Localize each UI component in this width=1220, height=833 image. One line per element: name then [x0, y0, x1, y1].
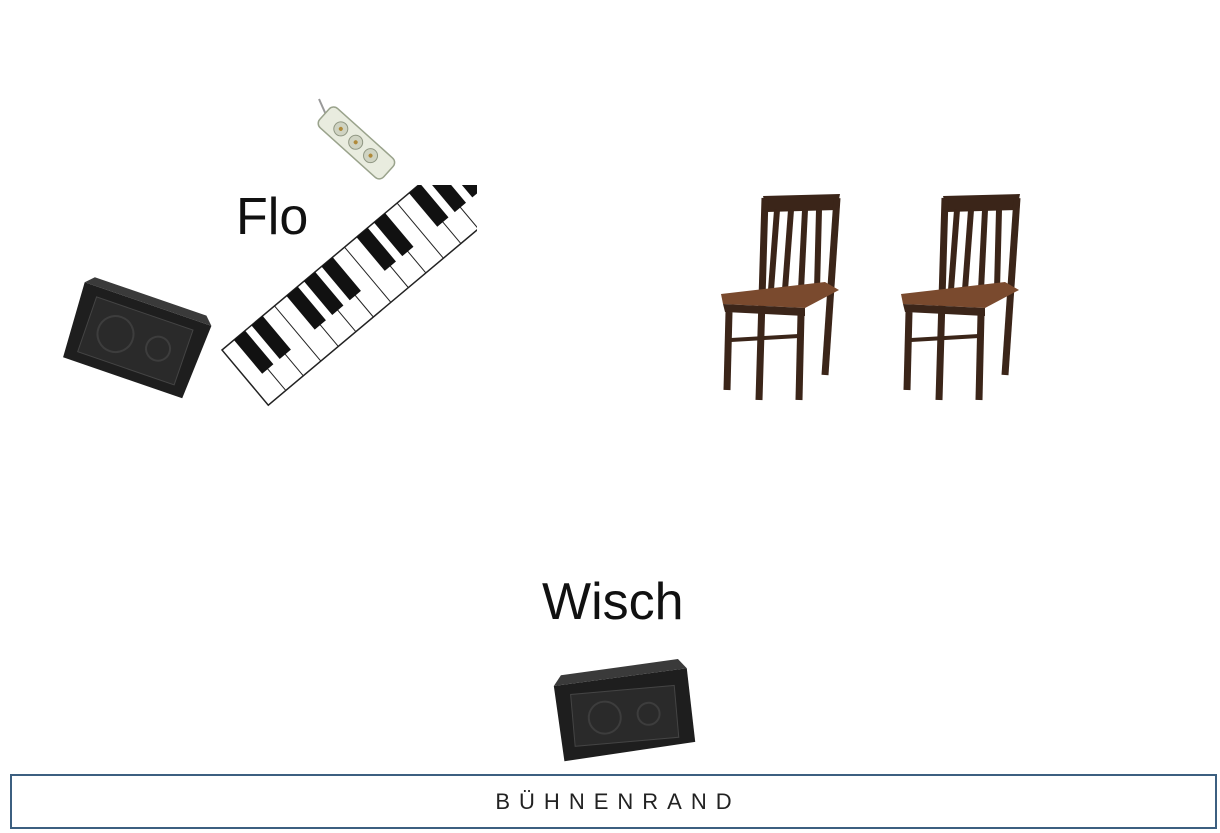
stage-edge-bar: BÜHNENRAND: [10, 774, 1217, 829]
monitor-speaker-icon: [55, 268, 217, 410]
stage-edge-label: BÜHNENRAND: [486, 789, 740, 815]
chair-icon: [715, 190, 845, 405]
keyboard-icon: [212, 185, 477, 430]
monitor-speaker-icon: [548, 652, 698, 764]
label-wisch: Wisch: [542, 576, 684, 628]
power-strip-icon: [305, 95, 405, 190]
chair-icon: [895, 190, 1025, 405]
